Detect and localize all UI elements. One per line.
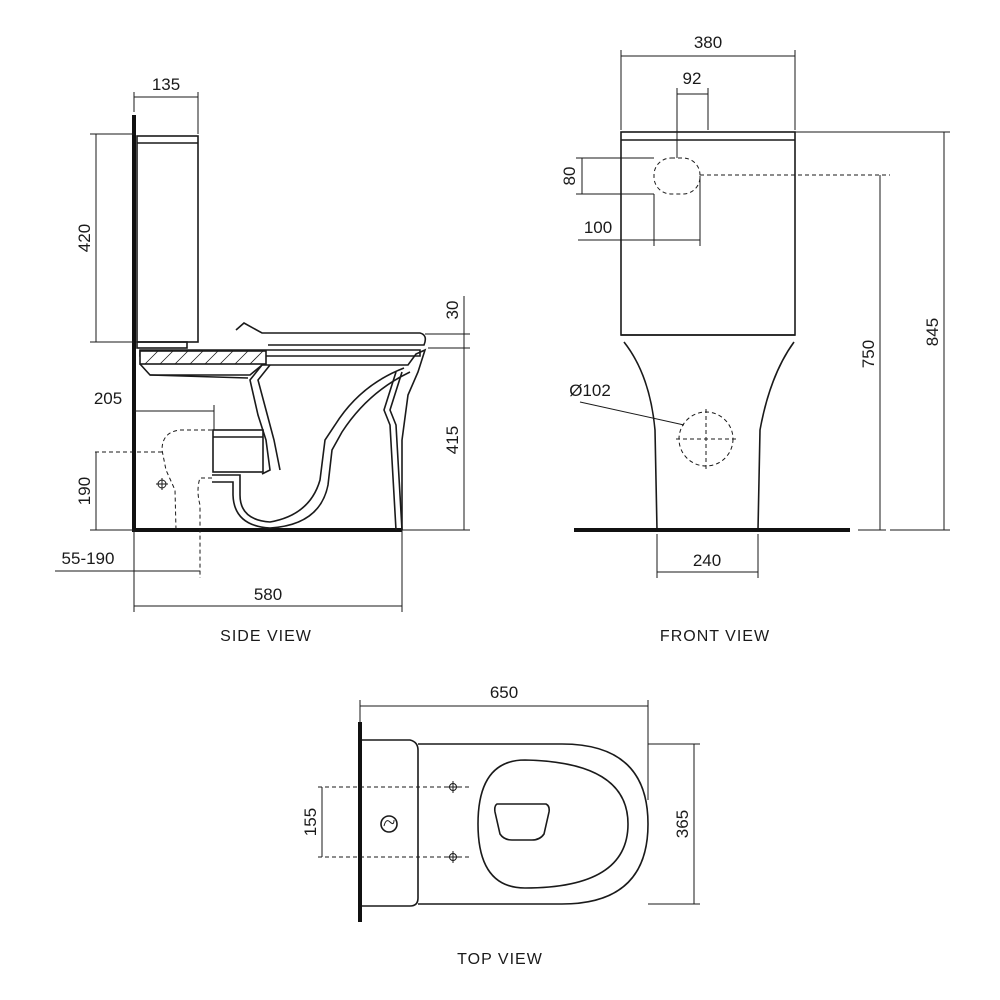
dim-240-label: 240 [693, 551, 721, 570]
dim-845-label: 845 [923, 318, 942, 346]
top-flush-button [380, 815, 398, 833]
dim-30-label: 30 [443, 301, 462, 320]
side-pan-outline [139, 348, 427, 530]
dim-205-label: 205 [94, 389, 122, 408]
dim-80-label: 80 [560, 167, 579, 186]
top-pan-outer [418, 743, 649, 905]
front-view-caption: FRONT VIEW [660, 628, 770, 645]
top-view-caption: TOP VIEW [457, 951, 543, 968]
dim-92-label: 92 [683, 69, 702, 88]
dim-365-label: 365 [673, 810, 692, 838]
side-view [55, 92, 470, 612]
dim-diameter-label: Ø102 [569, 381, 611, 400]
dim-135-label: 135 [152, 75, 180, 94]
top-view [318, 700, 700, 922]
side-view-caption: SIDE VIEW [220, 628, 312, 645]
flush-button-outline [653, 157, 701, 195]
dim-750-label: 750 [859, 340, 878, 368]
dim-190-label: 190 [75, 477, 94, 505]
dim-55-190-label: 55-190 [62, 549, 115, 568]
top-bowl-opening [493, 803, 550, 841]
side-seat-lid [235, 322, 427, 346]
top-cistern [362, 739, 419, 907]
top-pan-seat [477, 759, 629, 889]
dim-380-label: 380 [694, 33, 722, 52]
front-pan-left [623, 341, 658, 531]
dim-580-label: 580 [254, 585, 282, 604]
front-view [574, 50, 950, 578]
side-cistern [136, 135, 199, 343]
dim-415-label: 415 [443, 426, 462, 454]
dim-155-label: 155 [301, 808, 320, 836]
dim-420-label: 420 [75, 224, 94, 252]
front-cistern [620, 131, 796, 336]
dim-100-label: 100 [584, 218, 612, 237]
dim-650-label: 650 [490, 683, 518, 702]
front-pan-right [757, 341, 795, 531]
